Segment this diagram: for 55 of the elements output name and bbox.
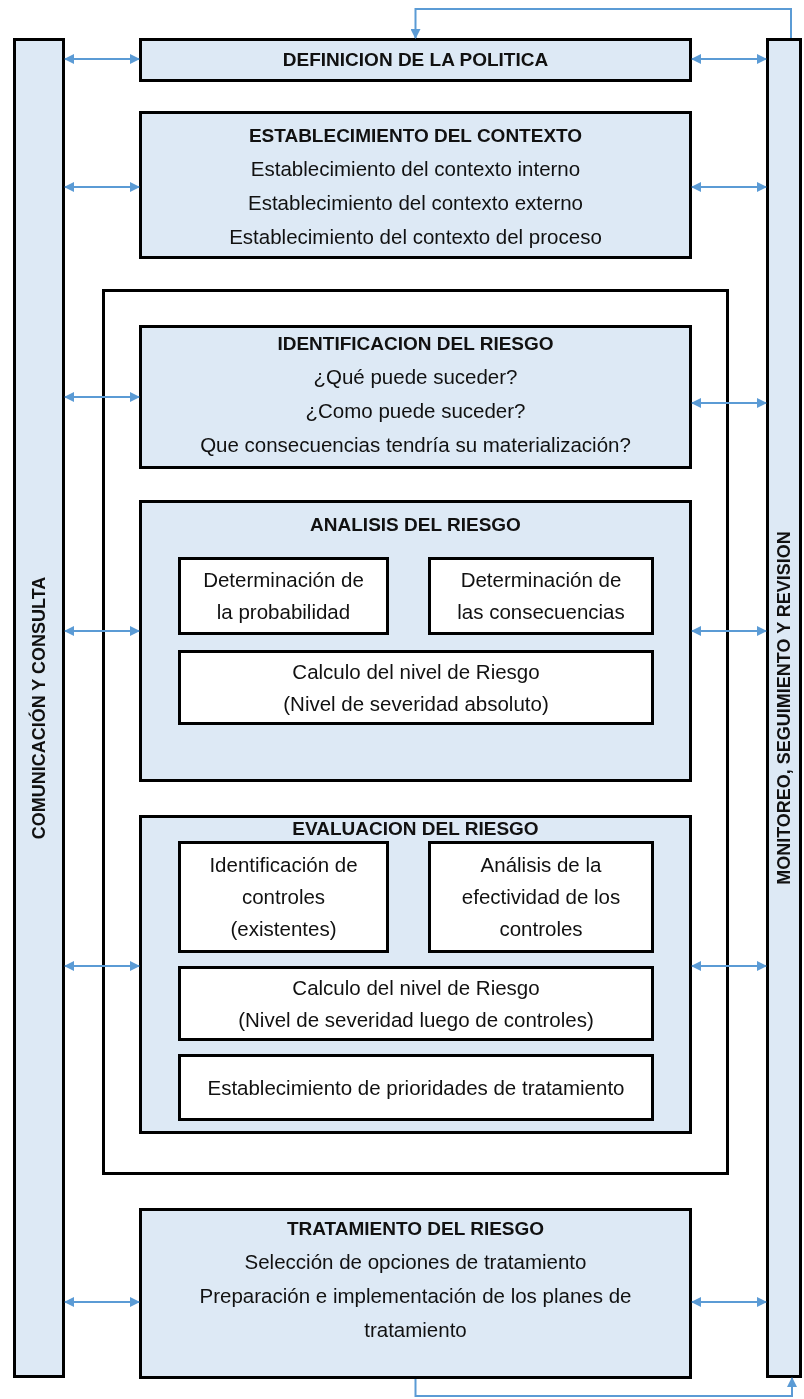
arrow <box>691 961 767 971</box>
arrow <box>64 1297 140 1307</box>
process-box <box>139 325 692 469</box>
box-text: Establecimiento de prioridades de tratamiento <box>206 1074 626 1101</box>
arrow <box>64 961 140 971</box>
arrow <box>691 626 767 636</box>
box-text: Establecimiento del contexto del proceso <box>228 224 603 250</box>
arrow <box>414 1377 797 1397</box>
process-box <box>428 841 654 953</box>
arrow <box>691 1297 767 1307</box>
side-bar <box>13 38 65 1378</box>
box-text: Análisis de la efectividad de los controles <box>460 852 622 942</box>
box-text: Calculo del nivel de Riesgo <box>291 658 541 685</box>
arrow <box>410 8 792 39</box>
arrow <box>691 182 767 192</box>
process-box <box>139 38 692 82</box>
box-text: Que consecuencias tendría su materialización? <box>199 432 632 458</box>
process-box <box>178 650 654 725</box>
arrow <box>64 626 140 636</box>
arrow <box>64 392 140 402</box>
box-heading: TRATAMIENTO DEL RIESGO <box>285 1217 546 1241</box>
arrow <box>64 182 140 192</box>
process-box <box>139 111 692 259</box>
arrow <box>691 54 767 64</box>
box-text: Identificación de controles (existentes) <box>208 852 359 942</box>
box-heading: DEFINICION DE LA POLITICA <box>281 48 550 72</box>
side-bar <box>766 38 802 1378</box>
arrow <box>691 398 767 408</box>
box-text: Calculo del nivel de Riesgo <box>291 974 541 1001</box>
process-box <box>428 557 654 635</box>
process-box <box>139 1208 692 1379</box>
process-box <box>178 557 389 635</box>
process-box <box>139 500 692 782</box>
process-box <box>139 815 692 1134</box>
process-box <box>178 841 389 953</box>
box-heading: ANALISIS DEL RIESGO <box>309 513 522 537</box>
bar-label: COMUNICACIÓN Y CONSULTA <box>28 576 50 840</box>
group-frame <box>102 289 729 1175</box>
box-text: ¿Qué puede suceder? <box>312 364 519 390</box>
box-text: Preparación e implementación de los planes de tratamiento <box>198 1283 633 1343</box>
box-text: Determinación de la probabilidad <box>202 567 365 625</box>
box-heading: EVALUACION DEL RIESGO <box>291 819 540 839</box>
box-heading: IDENTIFICACION DEL RIESGO <box>276 332 555 356</box>
process-box <box>178 1054 654 1121</box>
box-text: ¿Como puede suceder? <box>304 398 527 424</box>
arrow <box>64 54 140 64</box>
box-text: Establecimiento del contexto interno <box>249 156 582 182</box>
box-text: Determinación de las consecuencias <box>456 567 626 625</box>
box-text: (Nivel de severidad absoluto) <box>282 690 550 717</box>
bar-label: MONITOREO, SEGUIMIENTO Y REVISION <box>773 531 795 885</box>
process-box <box>178 966 654 1041</box>
box-text: Selección de opciones de tratamiento <box>243 1249 588 1275</box>
box-text: (Nivel de severidad luego de controles) <box>237 1006 595 1033</box>
box-heading: ESTABLECIMIENTO DEL CONTEXTO <box>247 124 584 148</box>
box-text: Establecimiento del contexto externo <box>247 190 584 216</box>
